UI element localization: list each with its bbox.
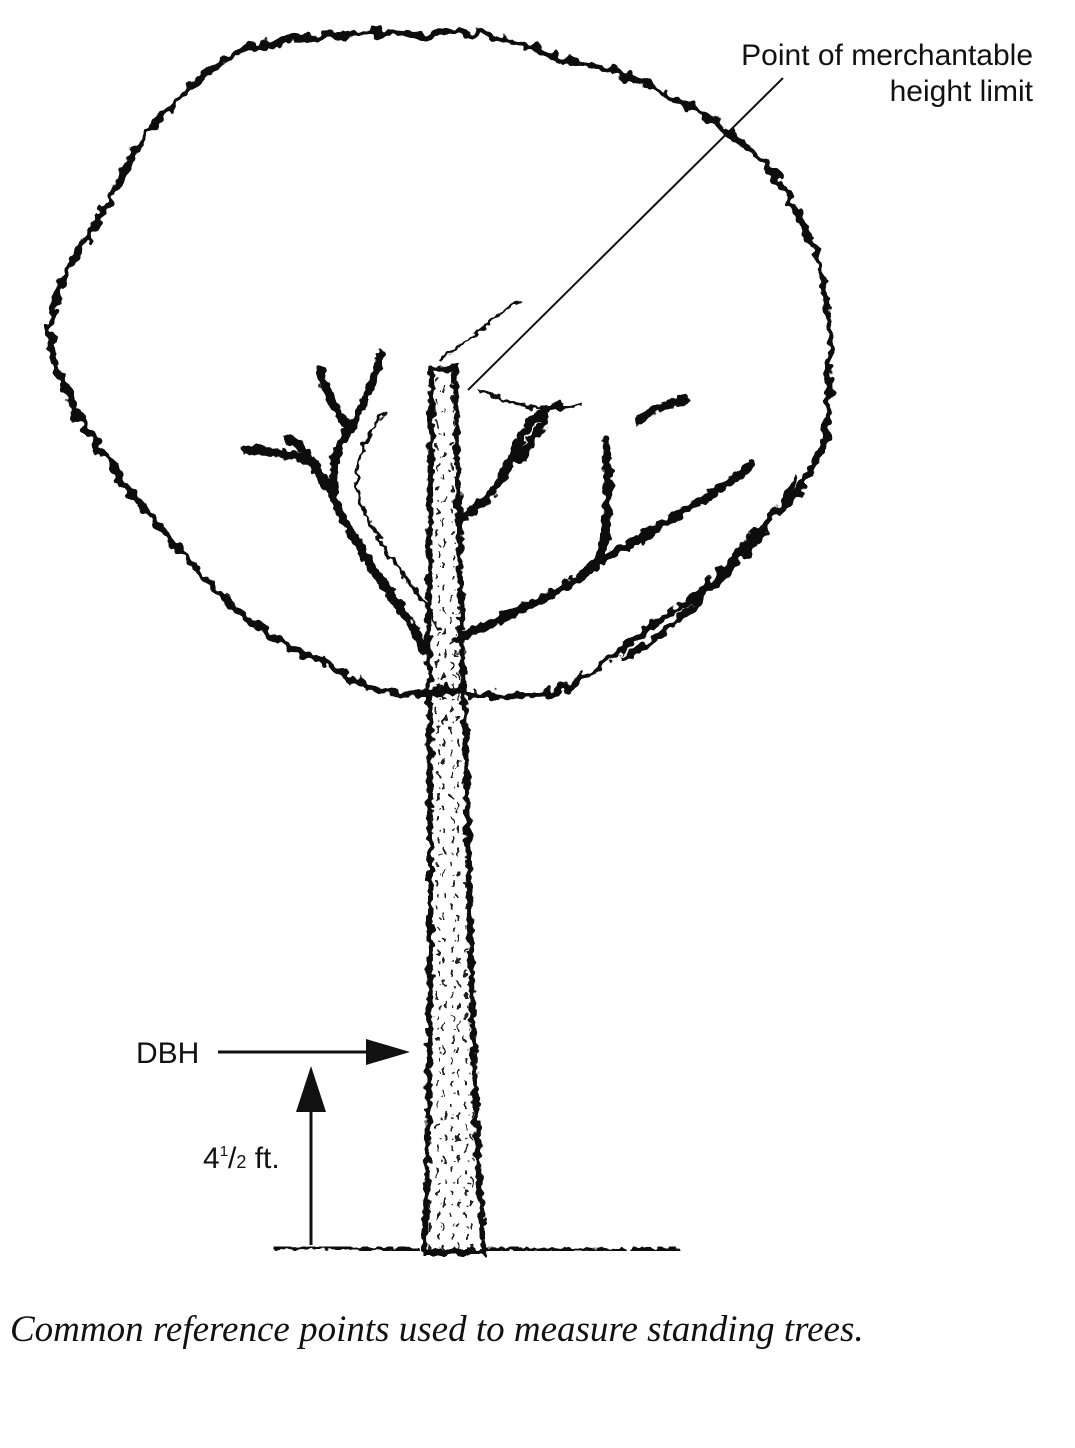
- height-arrowhead: [296, 1066, 326, 1112]
- left-branch: [245, 355, 425, 650]
- figure-caption: Common reference points used to measure …: [10, 1308, 864, 1351]
- merchantable-height-leader: [468, 78, 783, 390]
- height-label: 41/2 ft.: [203, 1135, 280, 1179]
- dbh-arrowhead: [366, 1039, 410, 1065]
- height-fraction-numerator: 1: [220, 1143, 228, 1160]
- dbh-label: DBH: [136, 1037, 199, 1071]
- merchantable-height-line2: height limit: [741, 74, 1033, 110]
- right-branch: [455, 400, 750, 640]
- merchantable-height-label: Point of merchantable height limit: [741, 38, 1033, 110]
- merchantable-height-line1: Point of merchantable: [741, 38, 1033, 74]
- inner-foliage-edge: [440, 300, 580, 408]
- height-fraction-denominator: 2: [236, 1152, 246, 1172]
- height-whole: 4: [203, 1142, 220, 1175]
- height-unit: ft.: [246, 1142, 279, 1175]
